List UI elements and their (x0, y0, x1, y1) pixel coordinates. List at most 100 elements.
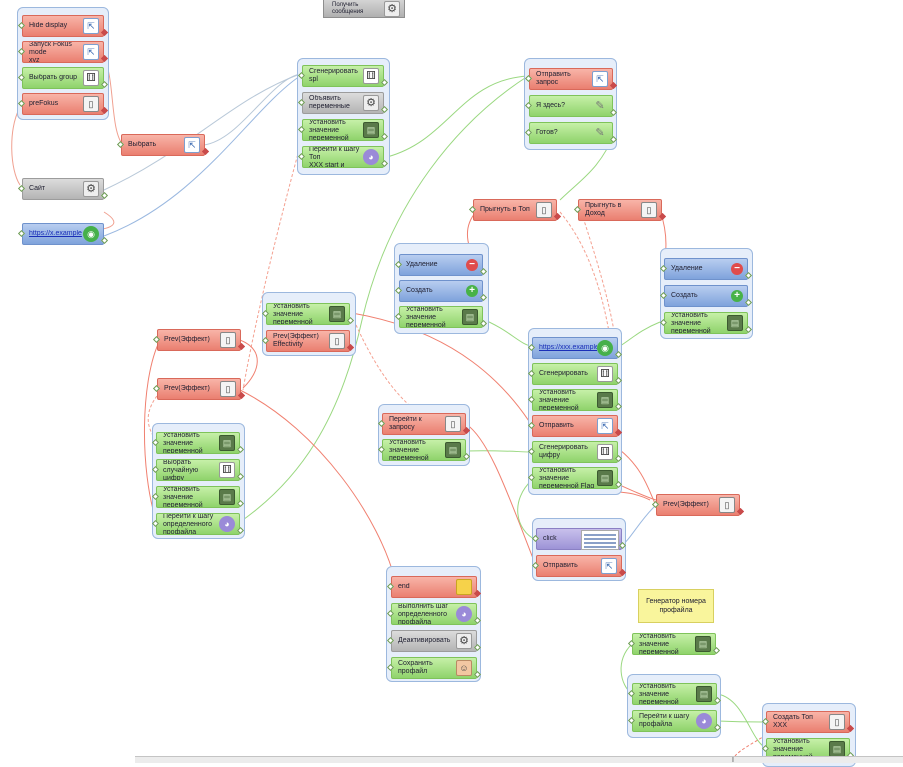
workflow-block[interactable]: Установить значение переменной (profilen… (632, 633, 716, 655)
screen-icon: ▤ (219, 435, 235, 451)
block-label: Отправить запрос (536, 71, 571, 86)
wire-connection (717, 720, 767, 723)
get-messages-node[interactable]: Получить сообщения ⚙ (323, 0, 405, 18)
workflow-block[interactable]: Установить значение переменной Flag▤ (532, 467, 618, 489)
block-label: Hide display (29, 22, 68, 29)
wire-connection (144, 339, 161, 521)
workflow-block[interactable]: Создать Топ XXX▯ (766, 711, 850, 733)
workflow-block[interactable]: Prev(Эффект)▯ (157, 378, 241, 400)
plus-icon: + (731, 290, 743, 302)
workflow-block[interactable]: Прыгнуть в Доход▯ (578, 199, 662, 221)
block-label: Установить значение переменной SysFlag п… (406, 306, 446, 328)
workflow-block[interactable]: Установить значение переменной (multi)▤ (532, 389, 618, 411)
block-label: Установить значение переменной (multiple… (273, 303, 313, 325)
workflow-block[interactable]: Я здесь?✎ (529, 95, 613, 117)
wire-connection (11, 106, 21, 186)
minus-icon: − (731, 263, 743, 275)
block-label: Установить значение переменной (num) (639, 683, 679, 705)
workflow-block[interactable]: Удаление− (664, 258, 748, 280)
workflow-block[interactable]: Сайт⚙ (22, 178, 104, 200)
block-label: click (543, 535, 557, 542)
screen-icon: ▤ (219, 489, 235, 505)
workflow-block[interactable]: Prev(Эффект)▯ (157, 329, 241, 351)
horizontal-scrollbar[interactable]: ||| (135, 756, 903, 763)
workflow-block[interactable]: Установить значение переменной (multiple… (302, 119, 384, 141)
workflow-block[interactable]: Перейти к запросу▯ (382, 413, 466, 435)
workflow-block[interactable]: Prev(Эффект)▯ (656, 494, 740, 516)
block-label: Prev(Эффект) (164, 385, 210, 392)
block-label: Создать Топ XXX (773, 714, 813, 729)
block-label: Установить значение переменной TopRating (163, 432, 203, 454)
workflow-block[interactable]: Выбрать group⚅ (22, 67, 104, 89)
export-icon: ⇱ (83, 18, 99, 34)
wire-connection (579, 207, 621, 396)
workflow-block[interactable]: Установить значение переменной TopRating… (156, 432, 240, 454)
workflow-block[interactable]: Сгенерировать цифру⚅ (532, 441, 618, 463)
workflow-block[interactable]: Прыгнуть в Топ▯ (473, 199, 557, 221)
block-label: Перейти к шагу Топ XXX start и группу (309, 146, 360, 168)
block-label: Отправить (543, 562, 578, 569)
workflow-block[interactable]: Сохранить профайл☺ (391, 657, 477, 679)
workflow-block[interactable]: Перейти к шагу определенного профайла◕ (156, 513, 240, 535)
workflow-block[interactable]: Перейти к шагу Топ XXX start и группу◕ (302, 146, 384, 168)
workflow-block[interactable]: https://x.example◉ (22, 223, 104, 245)
workflow-block[interactable]: preFokus▯ (22, 93, 104, 115)
screen-icon: ▤ (695, 636, 711, 652)
block-label: Объявить переменные (309, 95, 350, 110)
workflow-block[interactable]: Установить значение переменной SysFlag п… (664, 312, 748, 334)
block-label: Выбрать случайную цифру (163, 459, 199, 481)
screen-icon: ▤ (829, 741, 845, 757)
sticky-note[interactable]: Генератор номера профайла (638, 589, 714, 623)
workflow-block[interactable]: Установить значение переменной (num) ▤ (632, 683, 717, 705)
workflow-block[interactable]: Готов?✎ (529, 122, 613, 144)
workflow-block[interactable]: Деактивировать⚙ (391, 630, 477, 652)
block-label: Установить значение переменной (profilen… (639, 633, 679, 655)
block-label: Создать (671, 292, 698, 299)
wire-connection (386, 75, 529, 158)
user-icon: ☺ (456, 660, 472, 676)
workflow-block[interactable]: Выбрать⇱ (121, 134, 205, 156)
export-icon: ⇱ (597, 418, 613, 434)
workflow-block[interactable]: Удаление− (399, 254, 483, 276)
workflow-block[interactable]: Отправить⇱ (536, 555, 622, 577)
scrollbar-grip[interactable]: ||| (732, 757, 734, 763)
workflow-block[interactable]: Запуск Fokus mode xyz⇱ (22, 41, 104, 63)
workflow-block[interactable]: Создать + (664, 285, 748, 307)
block-label: Сгенерировать цифру (539, 444, 588, 459)
plus-icon: + (466, 285, 478, 297)
workflow-block[interactable]: Перейти к шагу профайла◕ (632, 710, 717, 732)
workflow-block[interactable]: Установить значение переменной SysFlag п… (399, 306, 483, 328)
wire-connection (239, 389, 396, 581)
workflow-block[interactable]: Выбрать случайную цифру⚅ (156, 459, 240, 481)
workflow-block[interactable]: Установить значение переменной (multiple… (266, 303, 350, 325)
workflow-block[interactable]: Установить значение переменной (Flagmax)… (382, 439, 466, 461)
workflow-block[interactable]: Отправить запрос⇱ (529, 68, 613, 90)
workflow-block[interactable]: Prev(Эффект) Effectivity▯ (266, 330, 350, 352)
workflow-block[interactable]: Сгенерировать spl⚅ (302, 65, 384, 87)
screen-icon: ▤ (445, 442, 461, 458)
workflow-block[interactable]: end (391, 576, 477, 598)
note-icon (456, 579, 472, 595)
workflow-block[interactable]: Сгенерировать⚅ (532, 363, 618, 385)
workflow-block[interactable]: Hide display ⇱ (22, 15, 104, 37)
wire-connection (239, 339, 258, 389)
wire-connection (619, 449, 657, 506)
workflow-block[interactable]: Отправить⇱ (532, 415, 618, 437)
minus-icon: − (466, 259, 478, 271)
export-icon: ⇱ (184, 137, 200, 153)
workflow-block[interactable]: https://xxx.example◉ (532, 337, 618, 359)
block-label: Выбрать group (29, 74, 78, 81)
pie-icon: ◕ (219, 516, 235, 532)
wire-connection (621, 504, 657, 546)
workflow-block[interactable]: Создать+ (399, 280, 483, 302)
workflow-block[interactable]: Объявить переменные⚙ (302, 92, 384, 114)
wire-connection (203, 73, 301, 146)
workflow-block[interactable]: Установить значение переменной (multiple… (156, 486, 240, 508)
screen-icon: ▤ (696, 686, 712, 702)
context-popup[interactable] (581, 530, 619, 550)
block-label: Выполнить шаг определенного профайла (398, 603, 448, 625)
gear-icon: ⚙ (83, 181, 99, 197)
screen-icon: ▤ (597, 470, 613, 486)
workflow-block[interactable]: Выполнить шаг определенного профайла◕ (391, 603, 477, 625)
